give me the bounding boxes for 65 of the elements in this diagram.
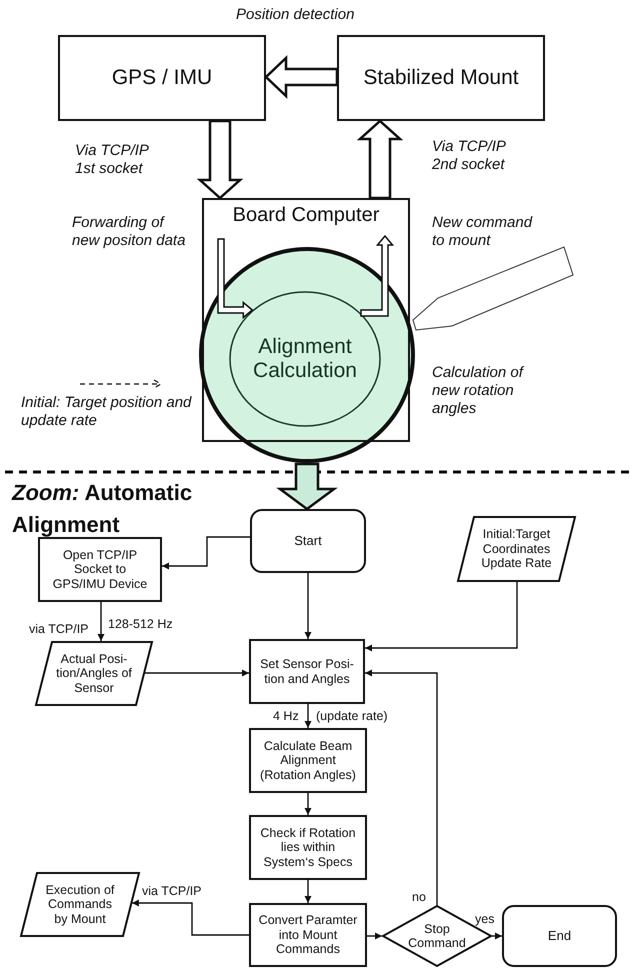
terminal-box [250, 509, 366, 573]
node-text: End [548, 928, 572, 944]
process-box [249, 903, 367, 967]
block-arrow [360, 234, 394, 317]
process-box [58, 35, 266, 121]
arrow [132, 900, 249, 936]
arrow [367, 932, 382, 940]
section-heading: Zoom: Automatic Alignment [12, 479, 194, 539]
arrow [98, 602, 104, 641]
process-box [249, 815, 367, 880]
process-box [38, 537, 162, 602]
rate-label: 128-512 Hz [108, 617, 174, 632]
edge-label: Via TCP/IP 1st socket [75, 142, 150, 178]
arrow [304, 880, 312, 903]
annotation-text: Calculation of new rotation angles [432, 364, 526, 418]
arrow [365, 582, 518, 652]
edge-label: no [412, 890, 426, 905]
node-text: Start [294, 534, 322, 548]
legend-text: Initial: Target position and update rate [21, 394, 193, 430]
annotation-text: Forwarding of new positon data [72, 214, 186, 250]
block-arrow [196, 120, 244, 200]
data-parallelogram [457, 516, 576, 582]
arrow [304, 573, 312, 639]
arrow [365, 670, 438, 905]
node-text: Stabilized Mount [363, 66, 519, 90]
arrow [304, 793, 312, 815]
block-arrow [217, 238, 254, 320]
edge-label: via TCP/IP [29, 622, 89, 637]
node-text: Check if Rotation lies within System‘s Specs [259, 826, 357, 870]
node-text: Stop Command [407, 922, 467, 950]
rate-label: (update rate) [316, 709, 389, 724]
arrow [144, 670, 249, 676]
arrow [304, 704, 312, 728]
node-text: Execution of Commands by Mount [44, 882, 116, 926]
node-text: Actual Posi- tion/Angles of Sensor [56, 652, 132, 696]
process-box [249, 728, 367, 793]
node-text: Convert Paramter into Mount Commands [258, 913, 358, 957]
node-text: Board Computer [232, 204, 380, 227]
edge-label: yes [475, 912, 494, 927]
terminal-box [502, 905, 617, 967]
block-arrow [264, 55, 338, 99]
block-arrow [356, 119, 404, 200]
node-text: Set Sensor Posi- tion and Angles [259, 657, 355, 686]
data-parallelogram [20, 872, 140, 937]
node-text: GPS / IMU [112, 66, 212, 90]
edge-label: Position detection [236, 6, 354, 24]
edge-label: Via TCP/IP 2nd socket [432, 138, 507, 174]
node-text: Calculate Beam Alignment (Rotation Angles) [259, 738, 357, 782]
node-text: Open TCP/IP Socket to GPS/IMU Device [52, 548, 148, 592]
process-box [249, 639, 365, 704]
edge-label: 4 Hz [273, 709, 299, 724]
block-arrow [276, 462, 338, 511]
annotation-text: New command to mount [432, 214, 534, 250]
edge-label: via TCP/IP [142, 884, 202, 899]
data-parallelogram [35, 641, 153, 706]
process-box [337, 35, 545, 121]
computer-box [202, 198, 410, 442]
magnifier-handle [412, 246, 575, 331]
arrow [492, 932, 502, 940]
node-text: Initial:Target Coordinates Update Rate [480, 527, 553, 571]
calculation-ellipse [229, 291, 381, 427]
node-text: Alignment Calculation [252, 334, 358, 384]
magnifier-drawing [198, 246, 416, 464]
arrow [162, 536, 250, 570]
decision-diamond [382, 905, 492, 967]
